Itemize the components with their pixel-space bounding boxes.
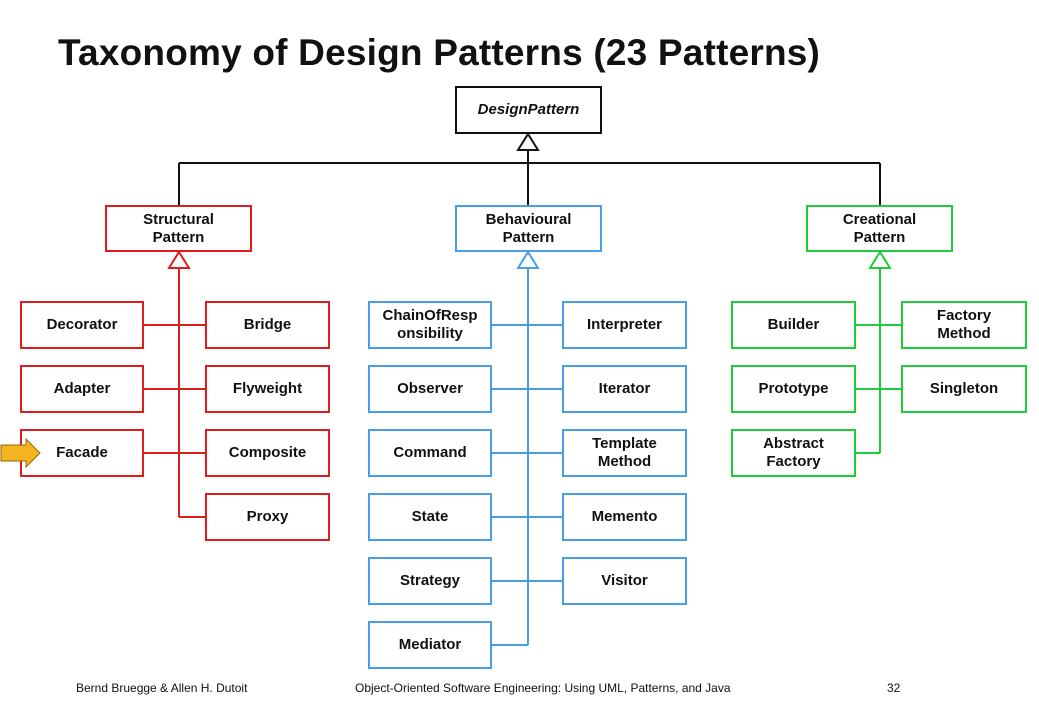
behavioural-pattern-box: Behavioural Pattern <box>455 205 602 252</box>
state-box: State <box>368 493 492 541</box>
command-box: Command <box>368 429 492 477</box>
strategy-box: Strategy <box>368 557 492 605</box>
creational-generalization-arrow <box>868 250 892 269</box>
bridge-box: Bridge <box>205 301 330 349</box>
structural-pattern-box: Structural Pattern <box>105 205 252 252</box>
singleton-box: Singleton <box>901 365 1027 413</box>
behavioural-generalization-arrow <box>516 250 540 269</box>
factory-method-box: Factory Method <box>901 301 1027 349</box>
chain-of-responsibility-box: ChainOfResp onsibility <box>368 301 492 349</box>
decorator-box: Decorator <box>20 301 144 349</box>
flyweight-box: Flyweight <box>205 365 330 413</box>
footer-authors: Bernd Bruegge & Allen H. Dutoit <box>76 681 248 695</box>
interpreter-box: Interpreter <box>562 301 687 349</box>
visitor-box: Visitor <box>562 557 687 605</box>
composite-box: Composite <box>205 429 330 477</box>
structural-generalization-arrow <box>167 250 191 269</box>
abstract-factory-box: Abstract Factory <box>731 429 856 477</box>
memento-box: Memento <box>562 493 687 541</box>
footer-page-number: 32 <box>887 681 901 695</box>
root-generalization-arrow <box>516 132 540 151</box>
proxy-box: Proxy <box>205 493 330 541</box>
mediator-box: Mediator <box>368 621 492 669</box>
pointer-arrow-icon <box>0 438 41 469</box>
iterator-box: Iterator <box>562 365 687 413</box>
footer-book-title: Object-Oriented Software Engineering: Us… <box>355 681 731 695</box>
design-pattern-box: DesignPattern <box>455 86 602 134</box>
prototype-box: Prototype <box>731 365 856 413</box>
page-title: Taxonomy of Design Patterns (23 Patterns… <box>58 32 821 73</box>
adapter-box: Adapter <box>20 365 144 413</box>
template-method-box: Template Method <box>562 429 687 477</box>
creational-pattern-box: Creational Pattern <box>806 205 953 252</box>
builder-box: Builder <box>731 301 856 349</box>
observer-box: Observer <box>368 365 492 413</box>
